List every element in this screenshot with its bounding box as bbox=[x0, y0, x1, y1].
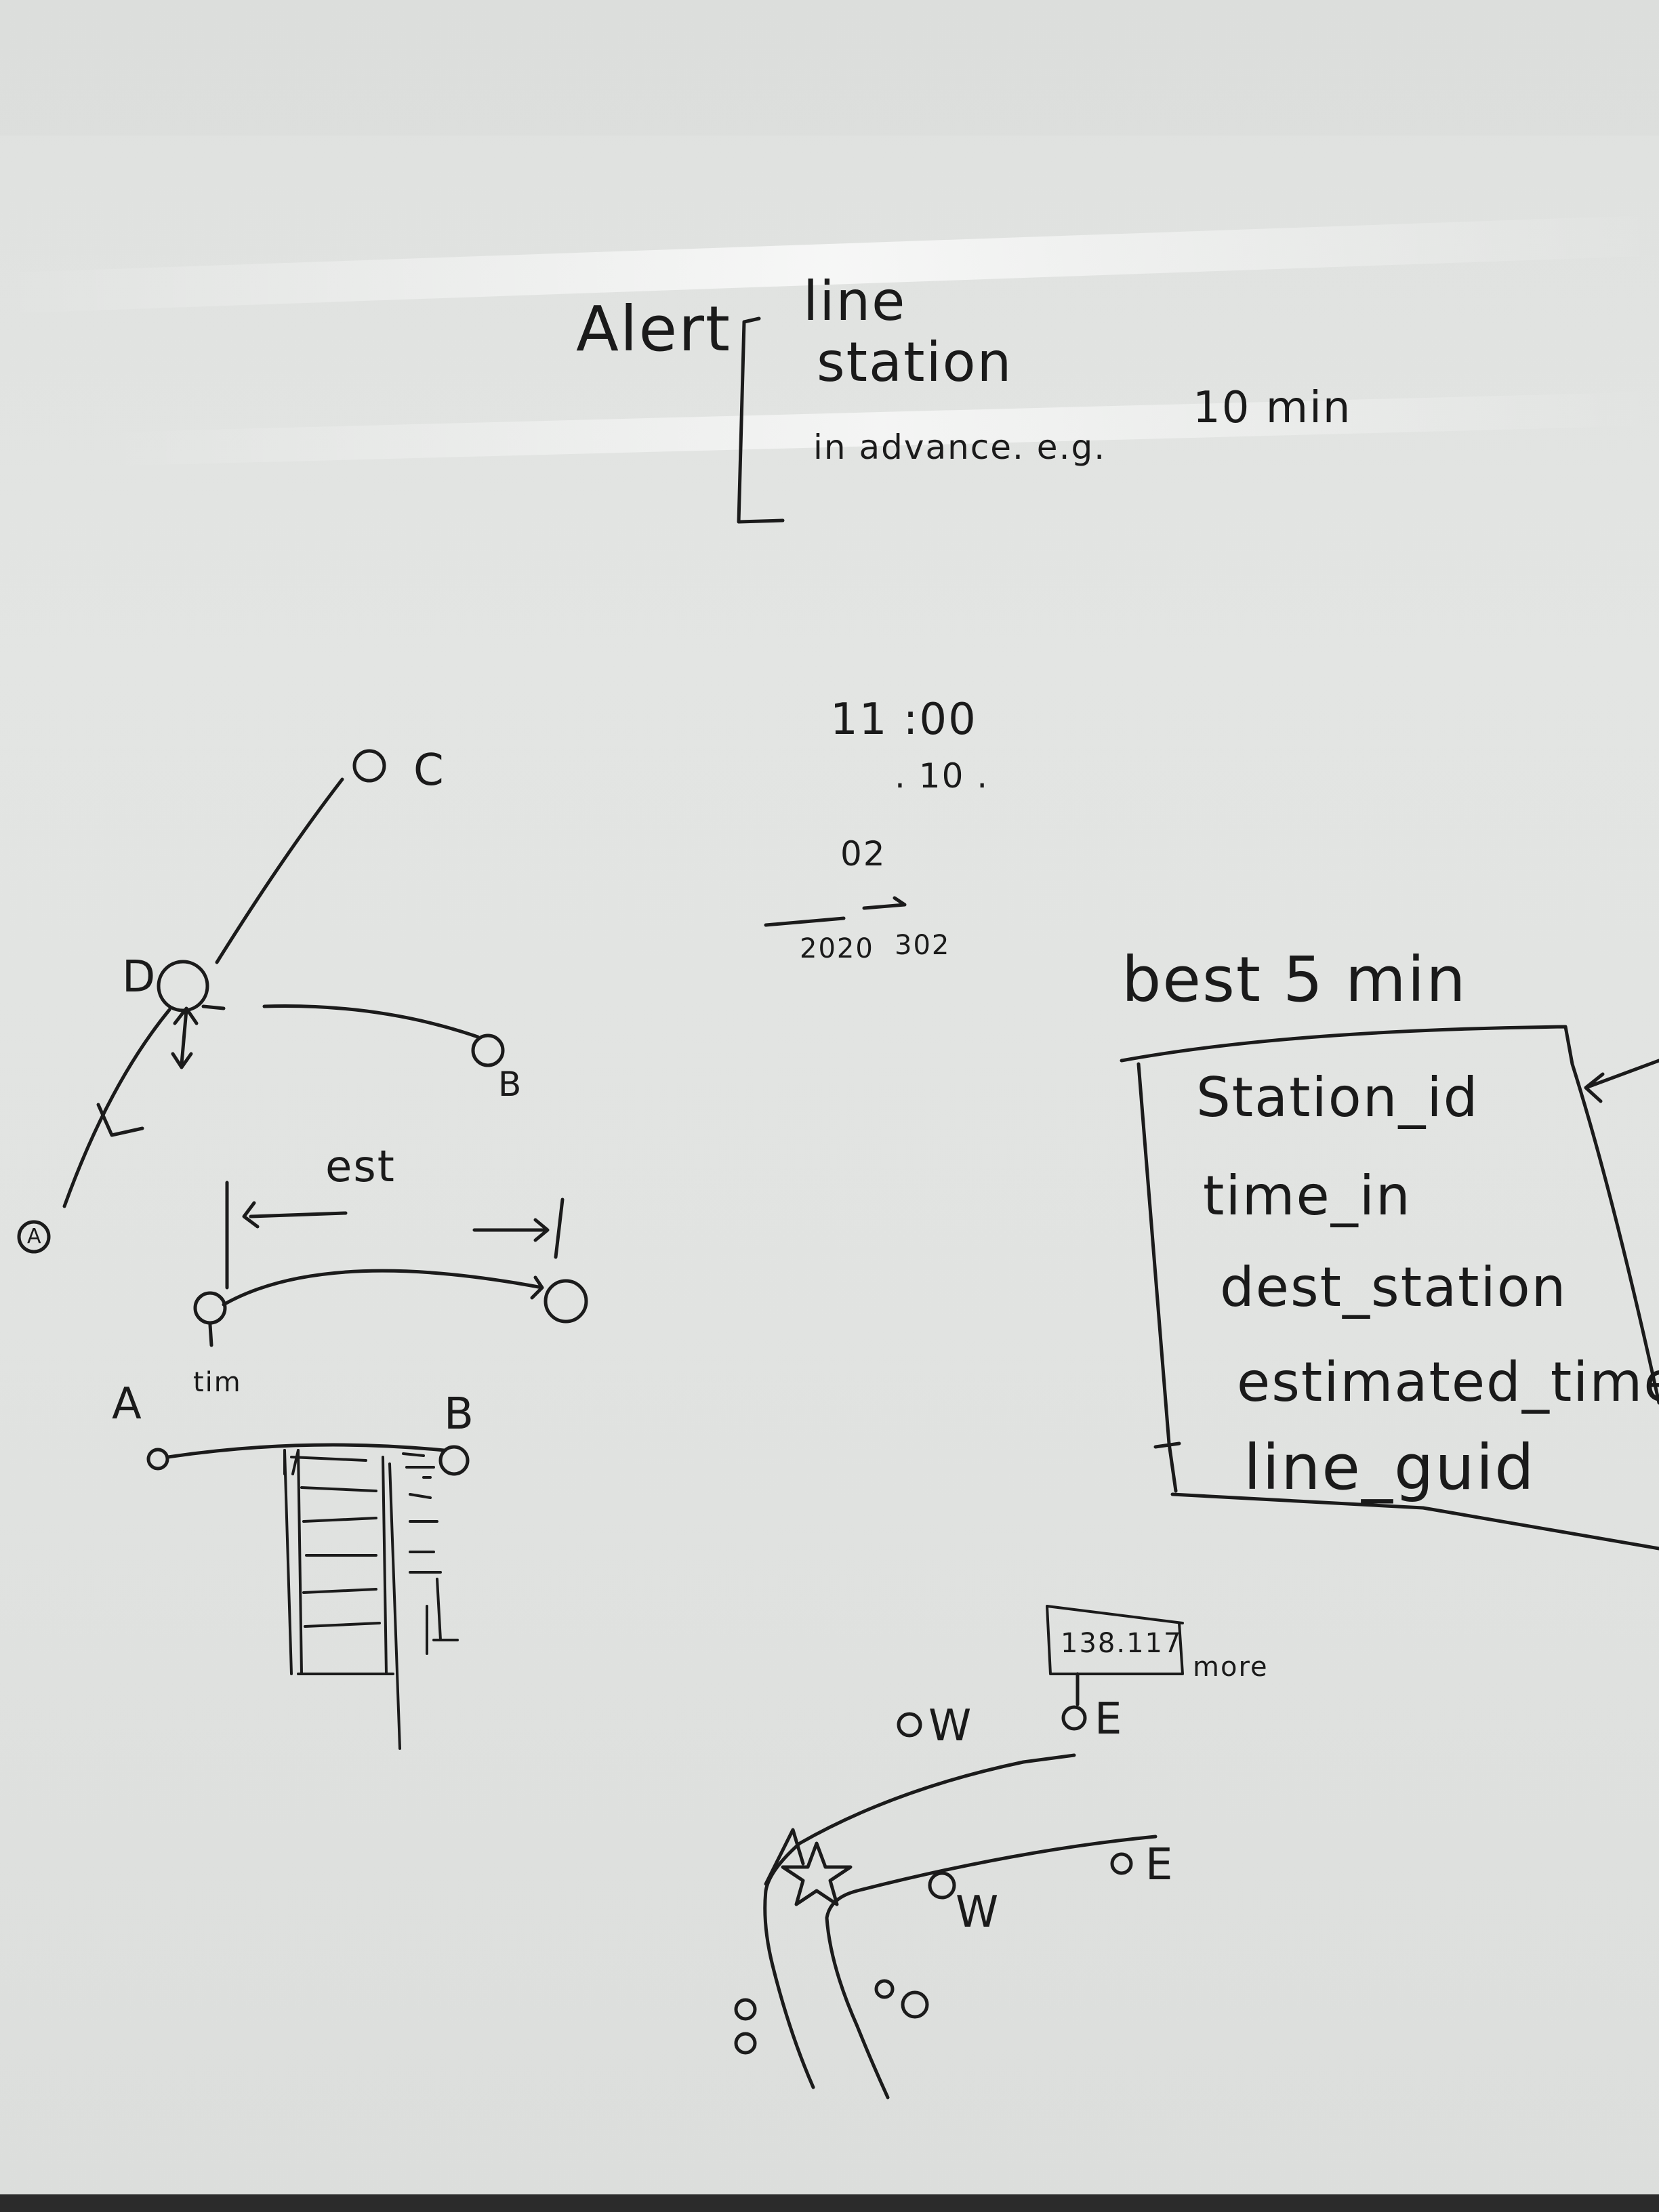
map-label-box: 138.117 bbox=[1061, 1628, 1183, 1659]
node-b2-circle bbox=[438, 1445, 470, 1476]
schema-arrow bbox=[1584, 1059, 1659, 1103]
table-marks bbox=[402, 1452, 459, 1655]
edge-d-b bbox=[201, 1004, 480, 1039]
node-a-circle bbox=[146, 1448, 169, 1471]
schema-box bbox=[1120, 1025, 1659, 1551]
schema-title: best 5 min bbox=[1122, 943, 1467, 1016]
node-o1 bbox=[928, 1871, 956, 1900]
double-arrow bbox=[171, 1006, 199, 1069]
node-o5 bbox=[734, 2032, 757, 2055]
star-mark bbox=[781, 1841, 853, 1906]
schema-field-line-guid: line_guid bbox=[1244, 1431, 1536, 1504]
map-east-top: E bbox=[1094, 1694, 1124, 1744]
map-east-inner: E bbox=[1145, 1840, 1174, 1890]
est-arrow-right bbox=[472, 1218, 550, 1242]
node-b-label: B bbox=[498, 1065, 523, 1104]
track-outer bbox=[763, 1753, 1076, 2089]
est-label: est bbox=[325, 1142, 396, 1192]
alert-item-station: station bbox=[817, 331, 1013, 394]
schema-field-station-id: Station_id bbox=[1196, 1066, 1479, 1129]
edge-d-a bbox=[62, 1008, 171, 1208]
schema-field-dest-station: dest_station bbox=[1220, 1256, 1568, 1319]
node-b2-label: B bbox=[444, 1389, 475, 1439]
time-code: 02 bbox=[840, 834, 886, 874]
node-d-circle bbox=[157, 960, 209, 1012]
edge-a-b bbox=[166, 1443, 446, 1459]
node-o6 bbox=[897, 1712, 922, 1738]
time-arrow bbox=[764, 896, 907, 927]
node-b-circle bbox=[471, 1033, 505, 1067]
arrow-d-a bbox=[96, 1103, 144, 1137]
edge-c-d bbox=[215, 777, 344, 964]
est-tick-right bbox=[554, 1197, 565, 1259]
time-range-end: 302 bbox=[895, 930, 951, 961]
alert-bracket bbox=[737, 316, 785, 524]
map-west-inner: W bbox=[956, 1887, 1000, 1938]
time-range-start: 2020 bbox=[800, 933, 874, 964]
table-left bbox=[283, 1449, 303, 1675]
whiteboard-frame-bottom bbox=[0, 2194, 1659, 2212]
schema-field-estimated-time: estimated_time bbox=[1237, 1351, 1659, 1414]
map-west-top: W bbox=[928, 1701, 973, 1751]
alert-item-line: line bbox=[803, 270, 907, 333]
node-o2 bbox=[874, 1979, 895, 1999]
node-c-circle bbox=[352, 749, 386, 783]
node-a-label: A bbox=[112, 1379, 143, 1429]
track-inner bbox=[825, 1835, 1158, 2100]
node-a-small bbox=[17, 1220, 51, 1254]
start-down bbox=[208, 1323, 213, 1347]
est-arc bbox=[222, 1269, 544, 1307]
alert-example-value: 10 min bbox=[1193, 383, 1352, 433]
map-label-more: more bbox=[1193, 1652, 1269, 1683]
node-d-label: D bbox=[122, 952, 157, 1002]
label-box bbox=[1046, 1605, 1184, 1675]
alert-title: Alert bbox=[576, 293, 731, 365]
table-right bbox=[382, 1456, 401, 1750]
est-arrow-left bbox=[242, 1201, 348, 1229]
node-start bbox=[193, 1291, 227, 1325]
node-end bbox=[544, 1279, 588, 1324]
node-e-top bbox=[1061, 1705, 1087, 1731]
alert-item-advance: in advance. e.g. bbox=[813, 428, 1107, 467]
node-o4 bbox=[734, 1998, 757, 2021]
node-a-small-label: A bbox=[27, 1225, 43, 1248]
time-value: 11 :00 bbox=[830, 695, 977, 745]
node-o7 bbox=[1110, 1852, 1133, 1875]
time-label: tim bbox=[193, 1367, 242, 1398]
node-c-label: C bbox=[413, 745, 445, 796]
node-o3 bbox=[901, 1990, 929, 2019]
track-curl bbox=[764, 1828, 805, 1886]
table-rows bbox=[283, 1449, 394, 1675]
schema-field-time-in: time_in bbox=[1203, 1164, 1412, 1227]
time-offset: . 10 . bbox=[895, 756, 989, 796]
